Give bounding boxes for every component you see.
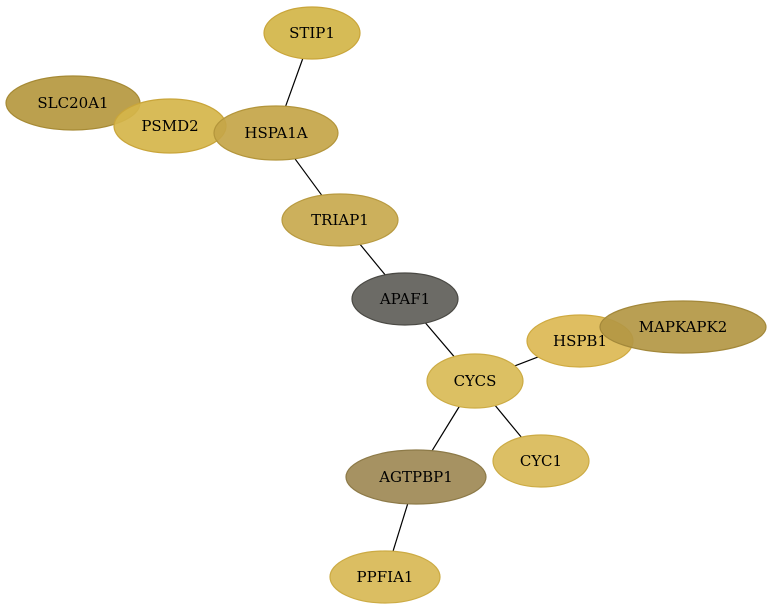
edge-layer bbox=[285, 58, 539, 552]
edge-agtpbp1-ppfia1 bbox=[392, 503, 409, 552]
edge-cycs-hspb1 bbox=[514, 356, 539, 367]
node-slc20a1[interactable]: SLC20A1 bbox=[5, 75, 141, 131]
edge-cycs-cyc1 bbox=[494, 405, 522, 438]
node-label: APAF1 bbox=[379, 290, 430, 308]
node-label: CYCS bbox=[454, 372, 497, 390]
node-triap1[interactable]: TRIAP1 bbox=[281, 193, 399, 247]
edge-stip1-hspa1a bbox=[285, 58, 304, 107]
node-label: SLC20A1 bbox=[37, 94, 108, 112]
node-apaf1[interactable]: APAF1 bbox=[351, 272, 459, 326]
edge-triap1-apaf1 bbox=[359, 244, 386, 276]
node-ellipse bbox=[492, 434, 590, 488]
node-ellipse bbox=[213, 105, 339, 161]
node-cycs[interactable]: CYCS bbox=[426, 353, 524, 409]
node-psmd2[interactable]: PSMD2 bbox=[113, 98, 227, 154]
node-mapkapk2[interactable]: MAPKAPK2 bbox=[599, 300, 767, 354]
node-label: CYC1 bbox=[520, 452, 562, 470]
node-cyc1[interactable]: CYC1 bbox=[492, 434, 590, 488]
node-ellipse bbox=[263, 6, 361, 60]
node-label: HSPA1A bbox=[244, 124, 307, 142]
node-label: PPFIA1 bbox=[357, 568, 414, 586]
edge-apaf1-cycs bbox=[425, 322, 455, 358]
node-ellipse bbox=[599, 300, 767, 354]
node-label: AGTPBP1 bbox=[378, 468, 453, 486]
node-ellipse bbox=[329, 550, 441, 604]
node-ppfia1[interactable]: PPFIA1 bbox=[329, 550, 441, 604]
edge-cycs-agtpbp1 bbox=[431, 406, 460, 452]
node-label: TRIAP1 bbox=[311, 211, 369, 229]
edge-hspa1a-triap1 bbox=[294, 158, 323, 196]
node-ellipse bbox=[345, 449, 487, 505]
node-stip1[interactable]: STIP1 bbox=[263, 6, 361, 60]
node-label: PSMD2 bbox=[141, 117, 198, 135]
node-label: MAPKAPK2 bbox=[639, 318, 728, 336]
node-label: HSPB1 bbox=[553, 332, 607, 350]
node-ellipse bbox=[281, 193, 399, 247]
node-label: STIP1 bbox=[289, 24, 335, 42]
node-agtpbp1[interactable]: AGTPBP1 bbox=[345, 449, 487, 505]
node-ellipse bbox=[426, 353, 524, 409]
node-ellipse bbox=[351, 272, 459, 326]
node-hspa1a[interactable]: HSPA1A bbox=[213, 105, 339, 161]
